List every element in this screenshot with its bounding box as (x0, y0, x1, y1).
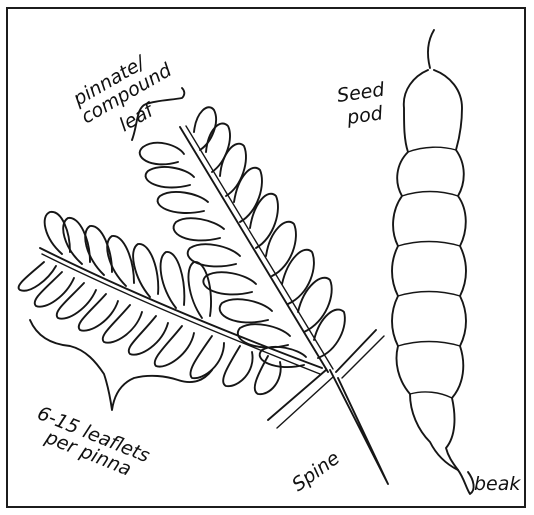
leaflet (298, 278, 332, 332)
label-beak: beak (474, 473, 521, 495)
leaflet (140, 143, 184, 165)
leaflet (188, 262, 211, 318)
leaflet (155, 326, 194, 367)
leaflet (35, 272, 74, 307)
stem (268, 370, 326, 420)
leaflet (188, 244, 240, 266)
label-seed-pod-2: pod (345, 102, 385, 129)
seed-division (408, 147, 456, 152)
leaflet (19, 262, 56, 291)
leaflet (282, 250, 314, 304)
seed-pod (392, 30, 474, 494)
leaflet (133, 244, 158, 297)
pod-seed-divisions (398, 147, 460, 398)
pod-beak (458, 470, 474, 494)
pod-stalk (428, 30, 434, 68)
leaflet (57, 283, 96, 319)
leaflet (266, 222, 296, 276)
seed-division (398, 292, 460, 297)
upper-pinna-left-leaflets (140, 143, 306, 367)
leaflet (255, 356, 281, 394)
seed-division (410, 392, 452, 398)
seed-division (398, 342, 460, 347)
leaflet (234, 168, 262, 222)
stem-right (336, 330, 376, 372)
leaflet (220, 299, 272, 322)
upper-pinna-right-leaflets (194, 107, 345, 358)
pod-outline-right (434, 70, 466, 470)
leaflets-bracket (30, 320, 212, 410)
pod-outline-left (392, 70, 458, 470)
seed-division (402, 192, 458, 197)
leaflet (314, 310, 345, 358)
leaflet (190, 336, 224, 378)
lower-pinna-upper-leaflets (45, 212, 211, 318)
leaflet (146, 167, 194, 188)
label-spine: Spine (288, 447, 344, 496)
leaflet (161, 252, 185, 308)
leaflet (174, 218, 224, 240)
leaflet (158, 192, 208, 213)
upper-pinna (140, 107, 345, 372)
leaflet (103, 305, 142, 343)
leaflet (223, 346, 252, 386)
seed-division (398, 242, 460, 247)
